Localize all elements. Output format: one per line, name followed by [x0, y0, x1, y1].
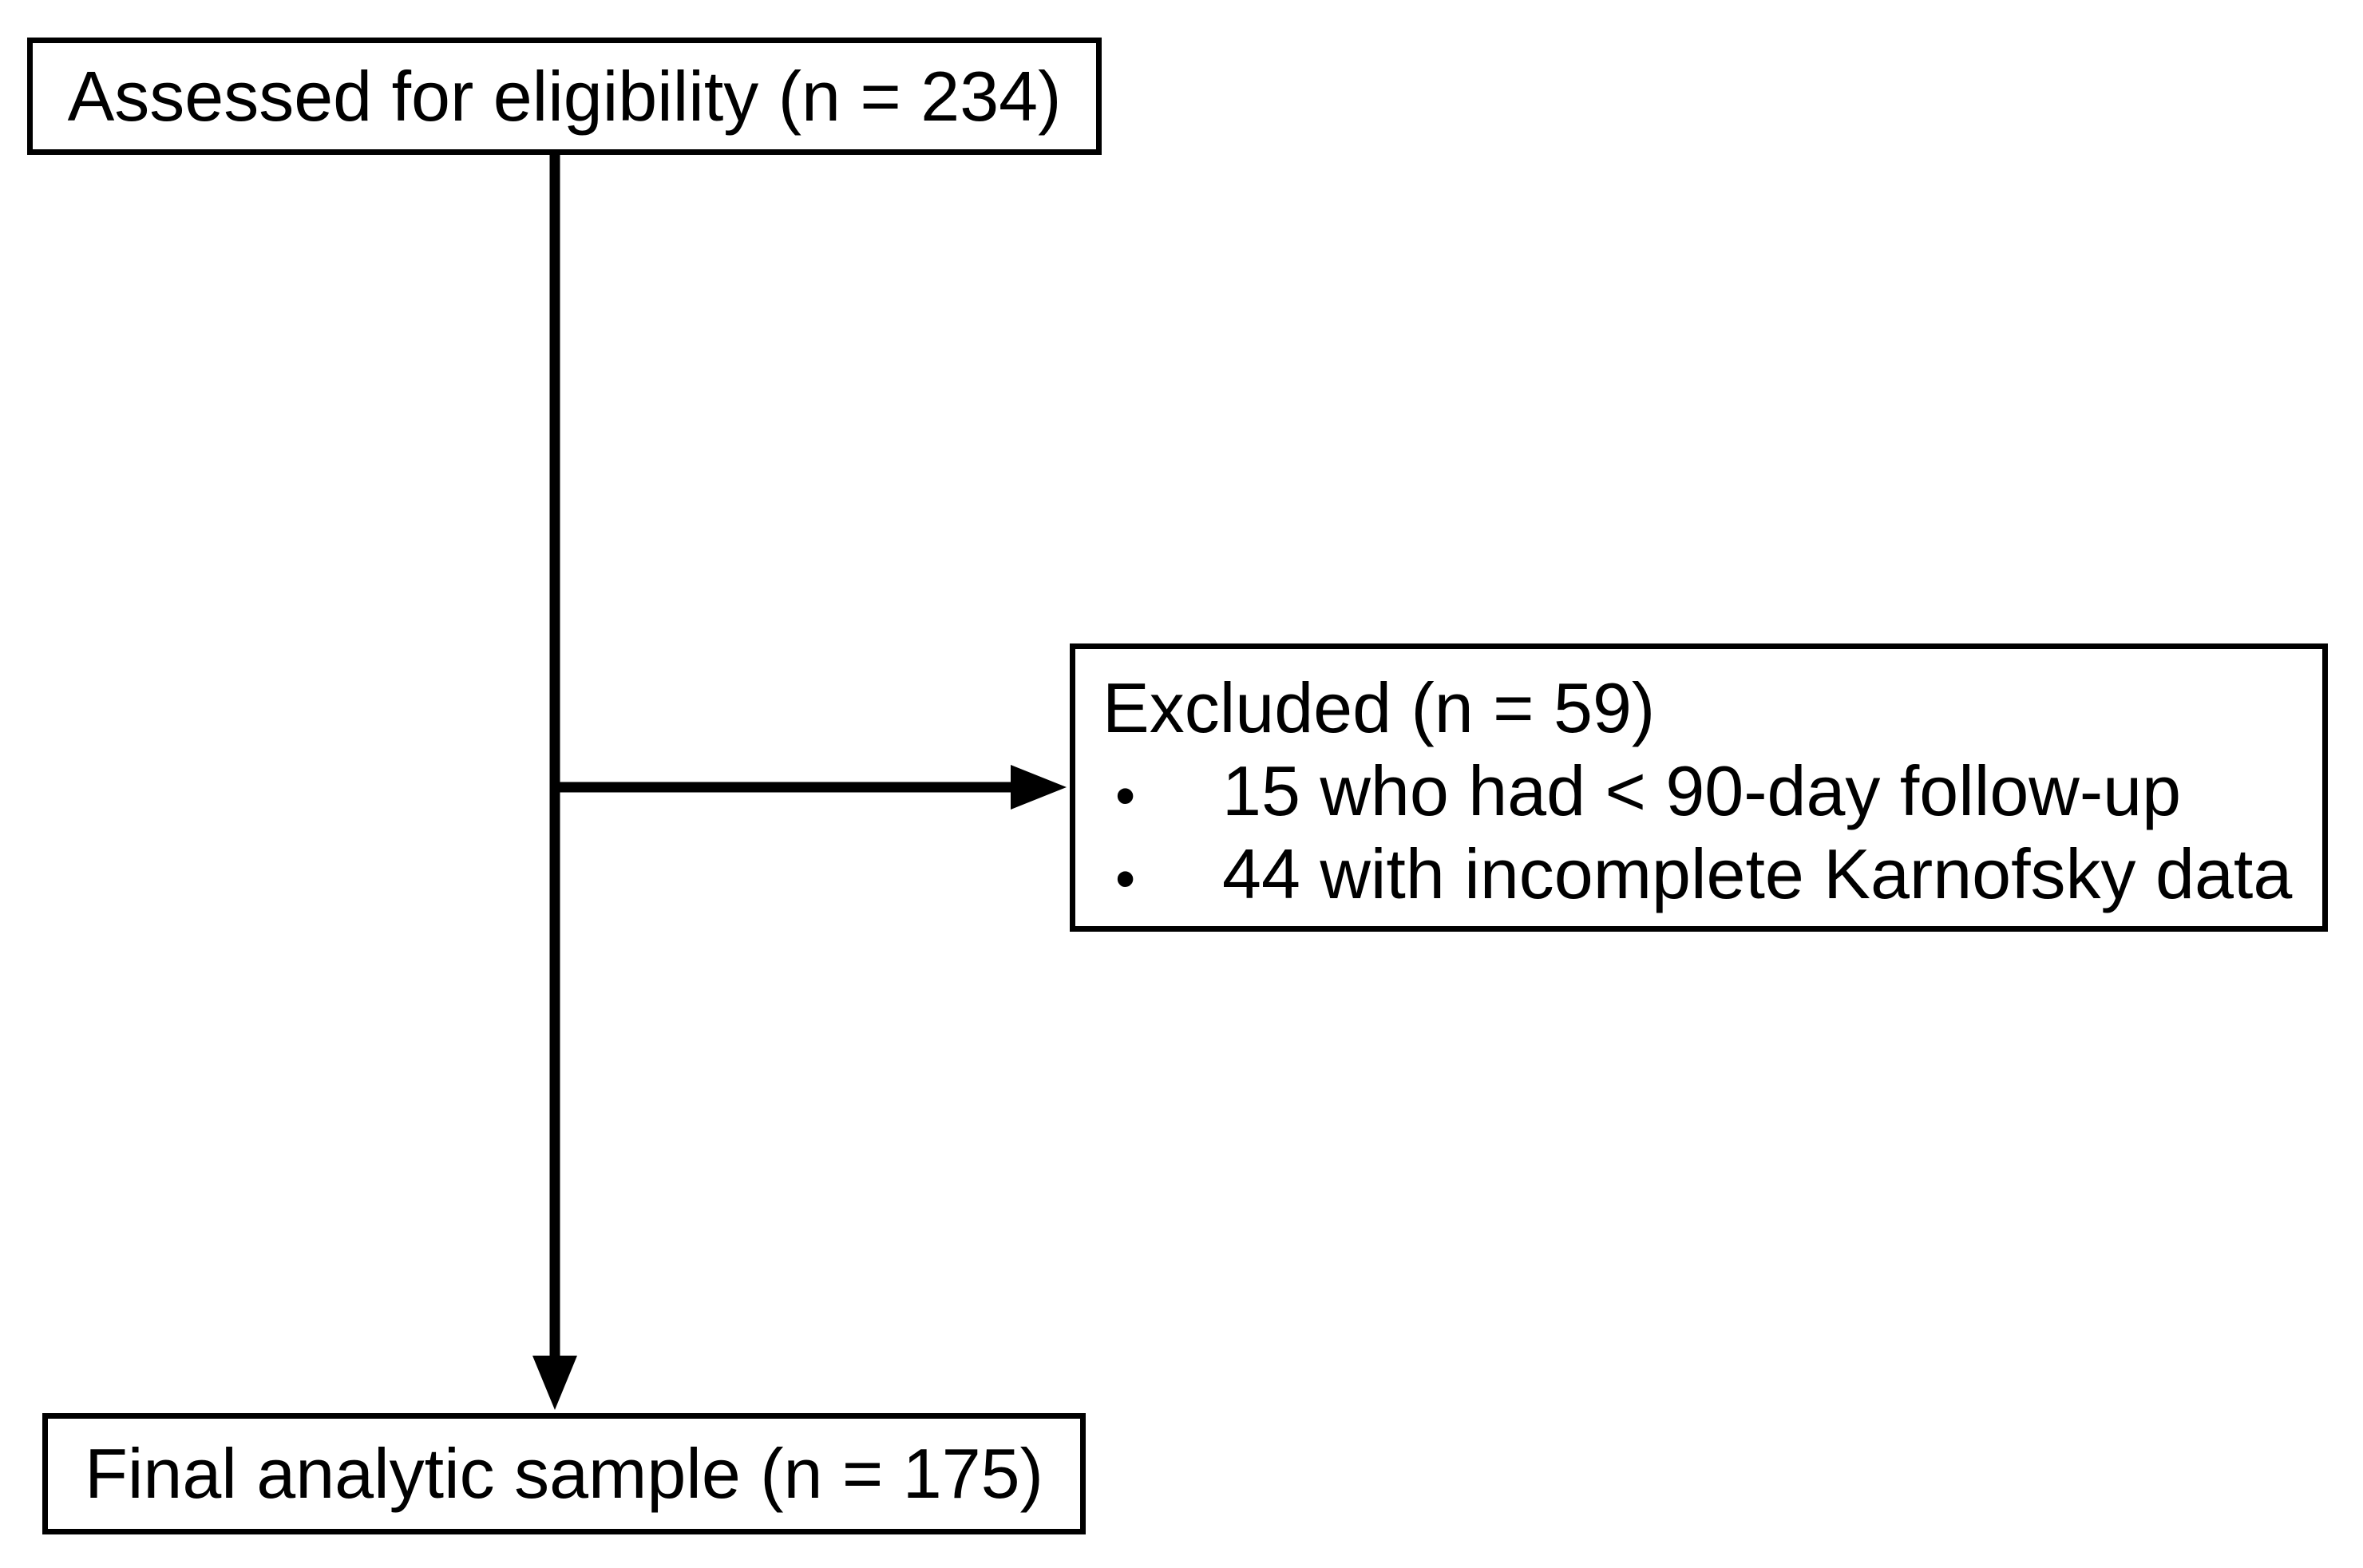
bullet-icon: •: [1115, 763, 1136, 828]
excluded-item-text: 15 who had < 90-day follow-up: [1222, 750, 2182, 830]
assessed-label: Assessed for eligibility (n = 234): [67, 56, 1062, 136]
box-assessed-for-eligibility: Assessed for eligibility (n = 234): [27, 38, 1102, 155]
bullet-icon: •: [1115, 846, 1136, 911]
box-excluded: Excluded (n = 59) • 15 who had < 90-day …: [1070, 643, 2328, 932]
box-final-analytic-sample: Final analytic sample (n = 175): [42, 1413, 1086, 1534]
arrowhead-down-icon: [532, 1356, 577, 1410]
excluded-item-text: 44 with incomplete Karnofsky data: [1222, 833, 2293, 913]
arrowhead-right-icon: [1011, 765, 1067, 810]
excluded-item-row: • 15 who had < 90-day follow-up: [1102, 750, 2306, 833]
final-sample-label: Final analytic sample (n = 175): [85, 1434, 1043, 1514]
excluded-title: Excluded (n = 59): [1102, 668, 1656, 747]
excluded-item-row: • 44 with incomplete Karnofsky data: [1102, 833, 2306, 916]
